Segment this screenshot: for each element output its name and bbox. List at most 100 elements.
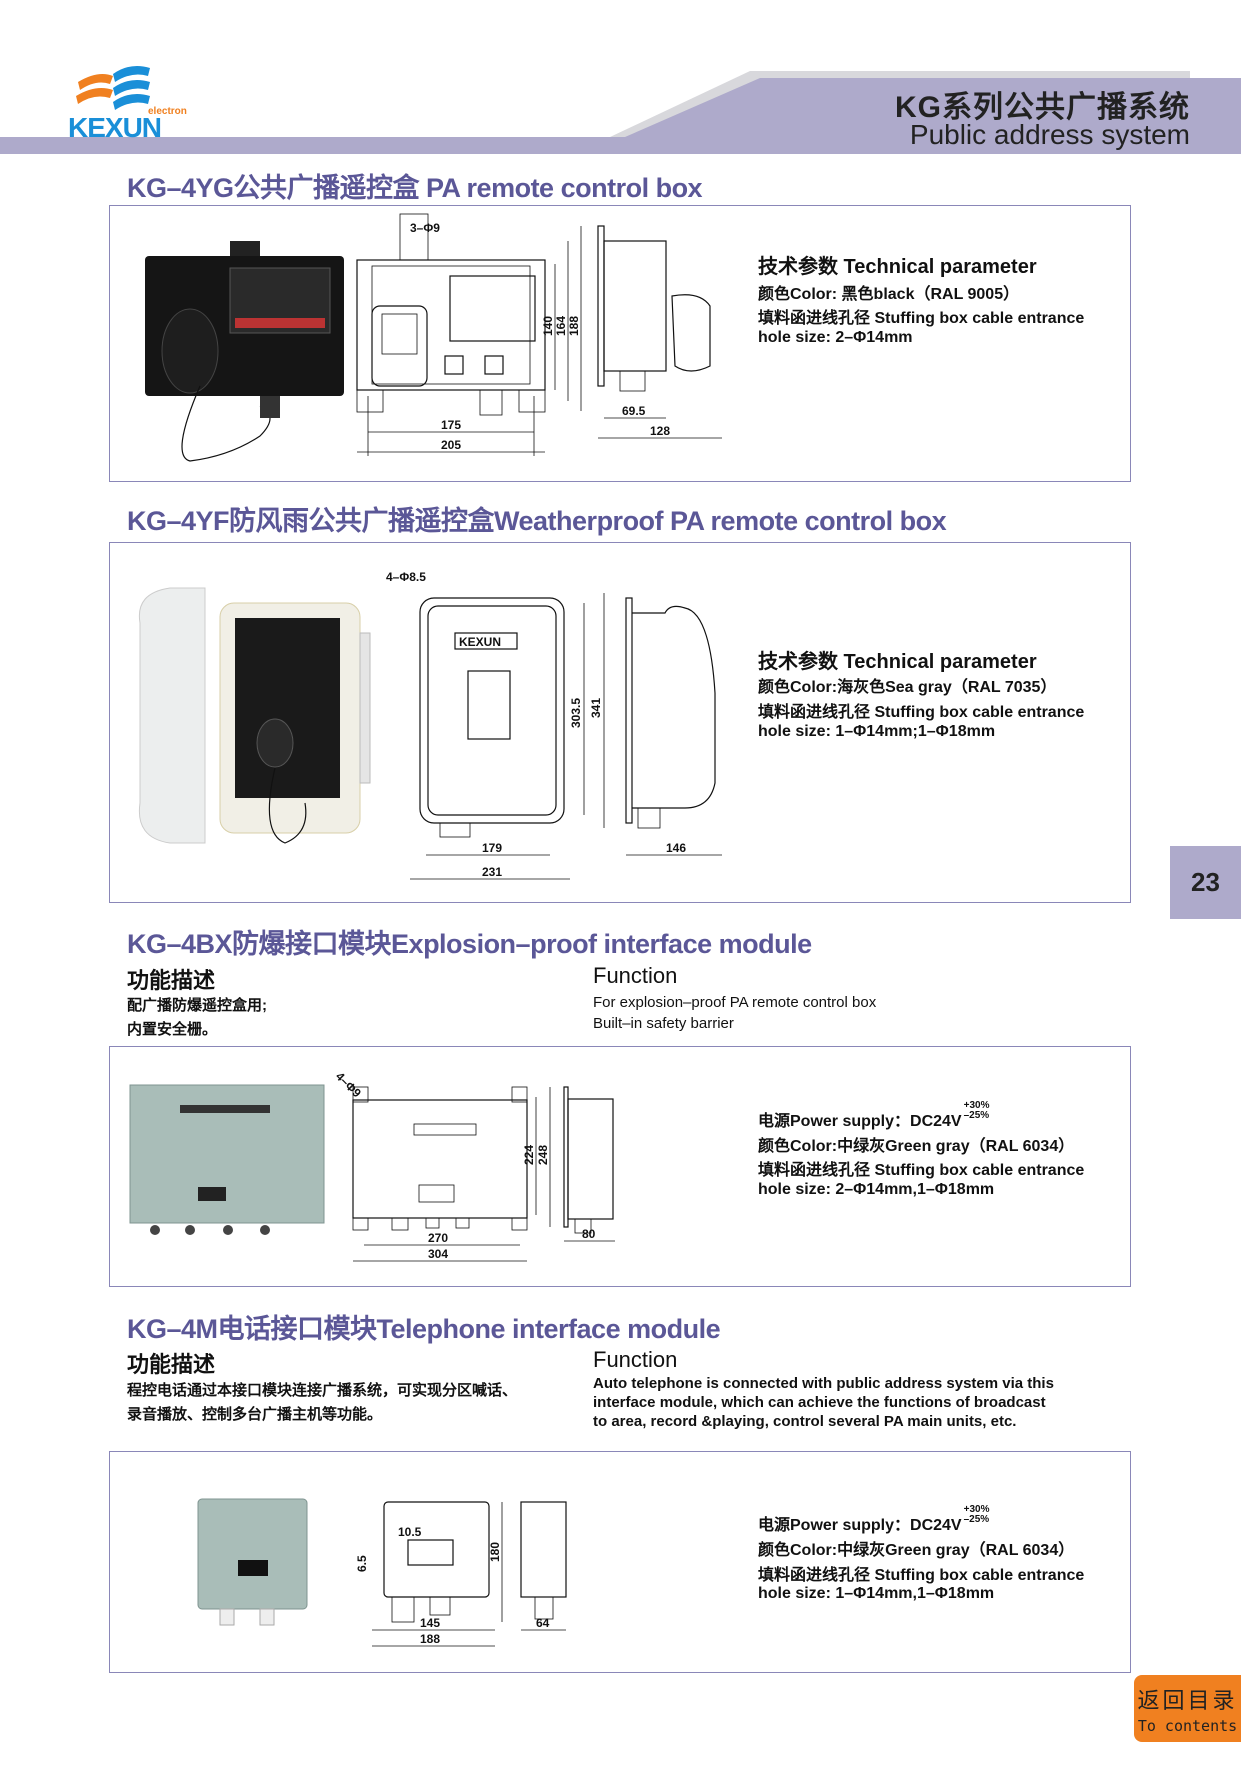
kg4m-photo <box>197 1498 308 1626</box>
logo: electron KEXUN <box>68 62 193 143</box>
function-en-line: to area, record &playing, control severa… <box>593 1413 1017 1430</box>
product-panel-kg4yg: 3–Φ9 175 205 140 164 188 69.5 128 技术参数 T… <box>109 205 1131 482</box>
series-title-zh: KG系列公共广播系统 <box>895 91 1190 124</box>
kg4yg-drawing: 3–Φ9 175 205 140 164 188 69.5 128 <box>145 213 722 462</box>
spec-hole-size: hole size: 2–Φ14mm <box>758 329 913 346</box>
product-panel-kg4yf: KEXUN 4–Φ8.5 179 231 303.5 341 146 技术参数 … <box>109 542 1131 903</box>
product-title: KG–4YF防风雨公共广播遥控盒Weatherproof PA remote c… <box>127 506 947 536</box>
dim-width-outer: 304 <box>428 1247 448 1261</box>
header-graphic <box>610 71 1241 137</box>
dim-width-outer: 205 <box>441 438 461 452</box>
tolerance-plus: +30% <box>963 1100 990 1111</box>
spec-hole-size: hole size: 2–Φ14mm,1–Φ18mm <box>758 1181 995 1198</box>
tolerance-minus: –25% <box>963 1110 990 1121</box>
tolerance-plus: +30% <box>963 1504 990 1515</box>
kg4yf-side-view: 146 <box>625 597 722 856</box>
dim-holes: 4–Φ9 <box>333 1069 364 1100</box>
kg4yg-side-view: 69.5 128 <box>597 225 722 439</box>
kg4yf-front-view: KEXUN 4–Φ8.5 179 231 303.5 341 <box>386 570 605 880</box>
dim-height-2: 248 <box>536 1145 550 1165</box>
power-label: 电源Power supply：DC24V <box>758 1113 962 1130</box>
kg4yg-front-view: 3–Φ9 175 205 140 164 188 <box>356 213 582 456</box>
kg4bx-drawing: 4–Φ9 270 304 224 248 80 <box>129 1069 615 1262</box>
kg4bx-photo <box>129 1084 325 1235</box>
function-en-line: interface module, which can achieve the … <box>593 1394 1046 1411</box>
spec-heading: 技术参数 Technical parameter <box>758 256 1037 278</box>
dim-depth-1: 69.5 <box>622 404 646 418</box>
kexun-nameplate: KEXUN <box>459 635 501 649</box>
dim-height-2: 164 <box>554 316 568 336</box>
dim-height-1: 303.5 <box>569 698 583 728</box>
logo-mark-icon <box>76 66 150 110</box>
logo-sub: electron <box>148 106 187 117</box>
to-contents-zh: 返回目录 <box>1137 1689 1238 1714</box>
page-number: 23 <box>1170 846 1241 919</box>
to-contents-en: To contents <box>1137 1717 1238 1735</box>
dim-holes: 3–Φ9 <box>410 221 440 235</box>
spec-stuffing-box: 填料函进线孔径 Stuffing box cable entrance <box>758 1162 1085 1179</box>
kg4m-side-view: 64 <box>520 1501 567 1631</box>
kg4m-drawing: 145 188 180 10.5 6.5 64 <box>197 1498 567 1647</box>
dim-depth: 80 <box>582 1227 596 1241</box>
dim-height-3: 188 <box>567 316 581 336</box>
dim-width-outer: 188 <box>420 1632 440 1646</box>
kg4yg-photo <box>145 241 344 462</box>
spec-power-supply: 电源Power supply：DC24V+30%–25% <box>758 1101 989 1131</box>
dim-height-1: 224 <box>522 1145 536 1165</box>
dim-hole-offset: 10.5 <box>398 1525 422 1539</box>
product-title: KG–4BX防爆接口模块Explosion–proof interface mo… <box>127 929 812 959</box>
spec-stuffing-box: 填料函进线孔径 Stuffing box cable entrance <box>758 310 1085 327</box>
spec-stuffing-box: 填料函进线孔径 Stuffing box cable entrance <box>758 704 1085 721</box>
kg4m-front-view: 145 188 180 10.5 6.5 <box>355 1501 503 1647</box>
function-heading-zh: 功能描述 <box>127 968 216 993</box>
header-band <box>0 137 1241 154</box>
product-panel-kg4bx: 4–Φ9 270 304 224 248 80 电源Power supply：D… <box>109 1046 1131 1287</box>
function-heading-en: Function <box>593 963 678 988</box>
dim-height: 180 <box>488 1542 502 1562</box>
function-heading-zh: 功能描述 <box>127 1352 216 1377</box>
dim-hole-size: 6.5 <box>355 1555 369 1572</box>
power-tolerance: +30%–25% <box>964 1101 990 1121</box>
spec-stuffing-box: 填料函进线孔径 Stuffing box cable entrance <box>758 1567 1085 1584</box>
kg4bx-side-view: 80 <box>563 1086 615 1242</box>
product-title: KG–4YG公共广播遥控盒 PA remote control box <box>127 173 703 203</box>
power-label: 电源Power supply：DC24V <box>758 1517 962 1534</box>
function-zh-line: 内置安全栅。 <box>127 1021 218 1038</box>
dim-depth-2: 128 <box>650 424 670 438</box>
spec-hole-size: hole size: 1–Φ14mm;1–Φ18mm <box>758 723 996 740</box>
spec-hole-size: hole size: 1–Φ14mm,1–Φ18mm <box>758 1585 995 1602</box>
function-en-line: Auto telephone is connected with public … <box>593 1375 1054 1392</box>
kg4yf-photo <box>138 587 371 844</box>
tolerance-minus: –25% <box>963 1514 990 1525</box>
kg4bx-front-view: 4–Φ9 270 304 224 248 <box>333 1069 551 1262</box>
kg4yf-drawing: KEXUN 4–Φ8.5 179 231 303.5 341 146 <box>138 570 722 880</box>
function-zh-line: 程控电话通过本接口模块连接广播系统，可实现分区喊话、 <box>127 1382 518 1399</box>
dim-depth: 64 <box>536 1616 550 1630</box>
product-title: KG–4M电话接口模块Telephone interface module <box>127 1314 721 1344</box>
spec-heading: 技术参数 Technical parameter <box>758 651 1037 673</box>
dim-height-1: 140 <box>541 316 555 336</box>
dim-width-inner: 179 <box>482 841 502 855</box>
dim-depth: 146 <box>666 841 686 855</box>
dim-width-inner: 175 <box>441 418 461 432</box>
spec-color: 颜色Color:中绿灰Green gray（RAL 6034） <box>758 1542 1075 1559</box>
power-tolerance: +30%–25% <box>964 1505 990 1525</box>
product-panel-kg4m: 145 188 180 10.5 6.5 64 电源Power supply：D… <box>109 1451 1131 1673</box>
dim-width-outer: 231 <box>482 865 502 879</box>
series-title-en: Public address system <box>909 119 1190 150</box>
to-contents-button[interactable]: 返回目录 To contents <box>1134 1675 1241 1742</box>
dim-width-inner: 270 <box>428 1231 448 1245</box>
spec-color: 颜色Color:中绿灰Green gray（RAL 6034） <box>758 1138 1075 1155</box>
function-zh-line: 配广播防爆遥控盒用; <box>127 997 267 1014</box>
spec-power-supply: 电源Power supply：DC24V+30%–25% <box>758 1505 989 1535</box>
dim-height-2: 341 <box>589 698 603 718</box>
dim-width-inner: 145 <box>420 1616 440 1630</box>
dim-holes: 4–Φ8.5 <box>386 570 426 584</box>
spec-color: 颜色Color: 黑色black（RAL 9005） <box>758 286 1020 303</box>
function-en-line: For explosion–proof PA remote control bo… <box>593 994 877 1011</box>
function-zh-line: 录音播放、控制多台广播主机等功能。 <box>127 1406 383 1423</box>
function-heading-en: Function <box>593 1347 678 1372</box>
logo-text: KEXUN <box>68 112 162 143</box>
function-en-line: Built–in safety barrier <box>593 1015 734 1032</box>
spec-color: 颜色Color:海灰色Sea gray（RAL 7035） <box>758 679 1057 696</box>
